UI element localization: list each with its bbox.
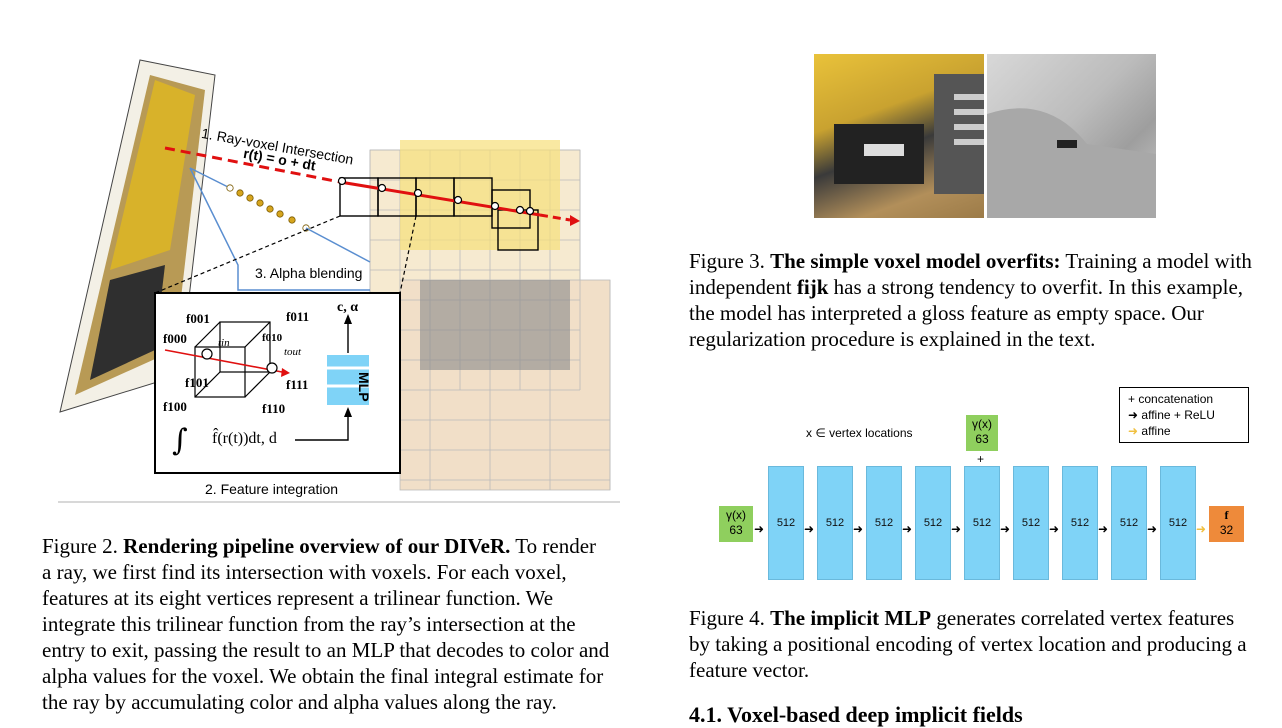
output-box: f 32 bbox=[1209, 506, 1244, 542]
vertex-f001: f001 bbox=[186, 311, 210, 326]
input-dim: 63 bbox=[729, 523, 743, 537]
mlp-layer-2 bbox=[817, 466, 853, 580]
arrow-icon: ➜ bbox=[902, 522, 913, 536]
figure-2-title: Rendering pipeline overview of our DIVeR… bbox=[123, 534, 511, 558]
layer-width-9: 512 bbox=[1168, 517, 1188, 529]
mlp-label: MLP bbox=[356, 372, 372, 402]
black-arrow-icon: ➜ bbox=[1128, 408, 1139, 422]
figure-4-text-0: generates correlated vertex features bbox=[936, 606, 1235, 630]
mlp-layer-6 bbox=[1013, 466, 1049, 580]
mlp-layer-5 bbox=[964, 466, 1000, 580]
layer-width-4: 512 bbox=[923, 517, 943, 529]
figure-2-text-2: features at its eight vertices represent… bbox=[42, 586, 554, 610]
figure-4-label: Figure 4. bbox=[689, 606, 765, 630]
vertex-f101: f101 bbox=[185, 375, 209, 390]
mlp-layer-1 bbox=[768, 466, 804, 580]
figure-3-label: Figure 3. bbox=[689, 249, 765, 273]
layer-width-8: 512 bbox=[1119, 517, 1139, 529]
yellow-arrow-icon: ➜ bbox=[1196, 522, 1207, 536]
mlp-layer-7 bbox=[1062, 466, 1098, 580]
figure-3-text-2: the model has interpreted a gloss featur… bbox=[689, 301, 1204, 325]
yellow-arrow-icon: ➜ bbox=[1128, 424, 1139, 438]
arrow-icon: ➜ bbox=[1000, 522, 1011, 536]
concat-plus: + bbox=[977, 452, 985, 466]
figure-2-text-4: entry to exit, passing the result to an … bbox=[42, 638, 610, 662]
arrow-icon: ➜ bbox=[1147, 522, 1158, 536]
figure-3-fijk: fijk bbox=[796, 275, 829, 299]
figure-3-word-independent: independent bbox=[689, 275, 792, 299]
layer-width-1: 512 bbox=[776, 517, 796, 529]
layer-width-5: 512 bbox=[972, 517, 992, 529]
input-box: γ(x) 63 bbox=[719, 506, 753, 542]
figure-2-caption: Figure 2. Rendering pipeline overview of… bbox=[42, 533, 634, 715]
legend-concatenation: + concatenation bbox=[1128, 392, 1214, 406]
arrow-icon: ➜ bbox=[951, 522, 962, 536]
figure-2-text-5: alpha values for the voxel. We obtain th… bbox=[42, 664, 604, 688]
arrow-icon: ➜ bbox=[1098, 522, 1109, 536]
vertex-f011: f011 bbox=[286, 309, 310, 324]
figure-3-text-1: has a strong tendency to overfit. In thi… bbox=[833, 275, 1244, 299]
figure-4-text-1: by taking a positional encoding of verte… bbox=[689, 632, 1247, 656]
arrow-icon: ➜ bbox=[804, 522, 815, 536]
skip-dim: 63 bbox=[975, 432, 989, 446]
arrow-icon: ➜ bbox=[1049, 522, 1060, 536]
mlp-legend: + concatenation ➜ affine + ReLU ➜ affine bbox=[1119, 387, 1249, 443]
figure-4-title: The implicit MLP bbox=[770, 606, 932, 630]
vertex-f000: f000 bbox=[163, 331, 187, 346]
mlp-layer-9 bbox=[1160, 466, 1196, 580]
figure-2-diagram: ∫ bbox=[40, 50, 640, 505]
legend-affine: ➜ affine bbox=[1128, 424, 1171, 438]
figure-3-text-0: Training a model with bbox=[1065, 249, 1252, 273]
figure-3-title: The simple voxel model overfits: bbox=[770, 249, 1061, 273]
skip-gamma: γ(x) bbox=[972, 417, 992, 431]
figure-2-text-1: a ray, we first find its intersection wi… bbox=[42, 560, 567, 584]
output-f: f bbox=[1224, 508, 1229, 522]
layer-width-3: 512 bbox=[874, 517, 894, 529]
layer-width-6: 512 bbox=[1021, 517, 1041, 529]
layer-width-7: 512 bbox=[1070, 517, 1090, 529]
mlp-layer-4 bbox=[915, 466, 951, 580]
figure-2-text-0: To render bbox=[515, 534, 597, 558]
legend-affine-relu: ➜ affine + ReLU bbox=[1128, 408, 1215, 422]
mlp-layer-8 bbox=[1111, 466, 1147, 580]
integral-expression: f̂(r(t))dt, d bbox=[212, 430, 277, 447]
figure-3-caption: Figure 3. The simple voxel model overfit… bbox=[689, 248, 1281, 352]
t-in-label: tin bbox=[218, 337, 230, 349]
color-alpha-label: c, α bbox=[337, 300, 359, 315]
skip-input-box: γ(x) 63 bbox=[966, 415, 998, 451]
arrow-icon: ➜ bbox=[754, 522, 765, 536]
vertex-f010: f010 bbox=[262, 332, 283, 344]
figure-2-text-6: the ray by accumulating color and alpha … bbox=[42, 690, 557, 714]
figure-3-text-3: regularization procedure is explained in… bbox=[689, 327, 1096, 351]
vertex-f100: f100 bbox=[163, 399, 187, 414]
figure-4-caption: Figure 4. The implicit MLP generates cor… bbox=[689, 605, 1281, 683]
figure-3-rgb-image bbox=[814, 54, 984, 218]
figure-2-label: Figure 2. bbox=[42, 534, 118, 558]
svg-text:∫: ∫ bbox=[172, 423, 188, 458]
vertex-f110: f110 bbox=[262, 401, 286, 416]
section-heading: 4.1. Voxel-based deep implicit fields bbox=[689, 702, 1023, 727]
figure-4-text-2: feature vector. bbox=[689, 658, 810, 682]
arrow-icon: ➜ bbox=[853, 522, 864, 536]
step-2-label: 2. Feature integration bbox=[205, 481, 339, 497]
mlp-layer-3 bbox=[866, 466, 902, 580]
vertex-locations-label: x ∈ vertex locations bbox=[806, 426, 913, 440]
t-out-label: tout bbox=[284, 346, 302, 358]
figure-3-depth-image bbox=[987, 54, 1156, 218]
input-gamma: γ(x) bbox=[726, 508, 746, 522]
output-dim: 32 bbox=[1219, 523, 1234, 537]
layer-width-2: 512 bbox=[825, 517, 845, 529]
step-3-label: 3. Alpha blending bbox=[255, 265, 363, 281]
pipeline-illustration: ∫ bbox=[58, 59, 620, 503]
figure-2-text-3: integrate this trilinear function from t… bbox=[42, 612, 576, 636]
vertex-f111: f111 bbox=[286, 377, 309, 392]
